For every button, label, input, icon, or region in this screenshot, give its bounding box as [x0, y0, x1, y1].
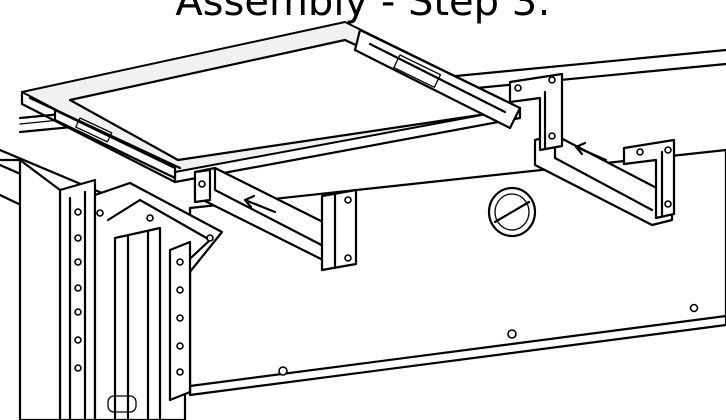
cable-grommet-icon — [487, 186, 537, 238]
keyboard-tray — [20, 21, 522, 184]
slide-bracket-right — [508, 72, 676, 227]
direction-arrow-icon — [574, 141, 608, 162]
direction-arrow-icon — [243, 194, 277, 214]
screw-hole-icon — [507, 329, 517, 339]
screw-hole-icon — [689, 303, 699, 313]
screw-hole-icon — [278, 366, 288, 376]
page-title: Assembly - Step 3: — [175, 0, 551, 25]
slide-bracket-front — [193, 166, 358, 272]
leg-bracket — [93, 181, 224, 420]
left-leg — [0, 158, 97, 420]
